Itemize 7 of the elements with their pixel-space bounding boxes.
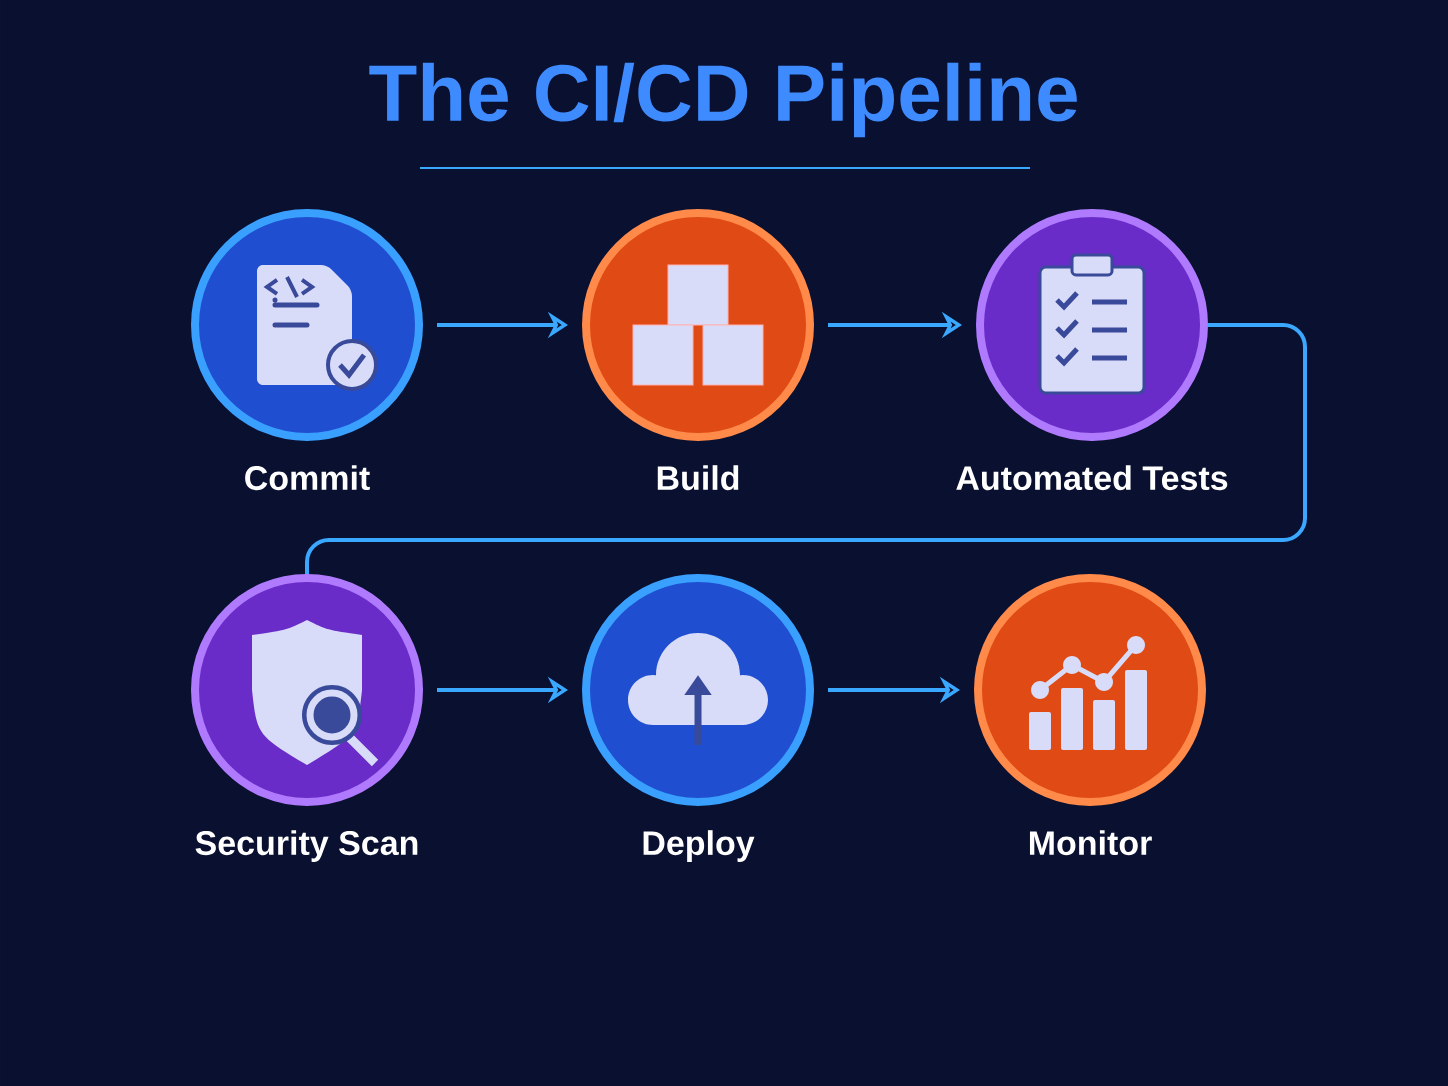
- node-label: Build: [657, 465, 739, 491]
- node-label: Deploy: [643, 830, 755, 862]
- node-label: Security Scan: [195, 830, 418, 862]
- node-label: Monitor: [1029, 830, 1152, 856]
- node-label: Commit: [245, 465, 370, 491]
- node-label: Automated Tests: [956, 465, 1228, 491]
- title: The CI/CD Pipeline: [369, 62, 1077, 138]
